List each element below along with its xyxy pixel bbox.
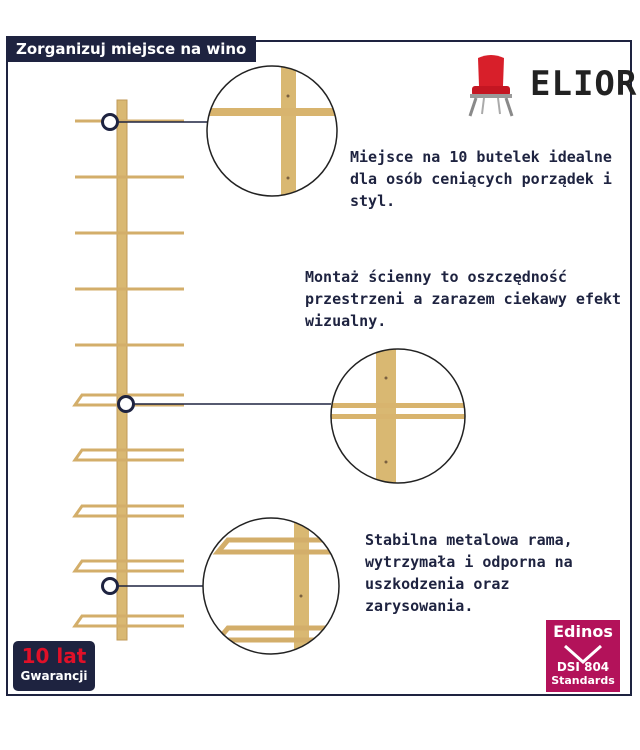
warranty-label: Gwarancji <box>20 669 88 683</box>
brand-logo[interactable]: ELIOR <box>450 50 636 120</box>
wine-rack <box>72 99 184 641</box>
zoom-detail-top <box>206 65 338 197</box>
feature-text-capacity: Miejsce na 10 butelek idealne dla osób c… <box>350 148 612 210</box>
zoom-detail-middle <box>330 348 466 484</box>
red-chair-icon <box>468 55 514 117</box>
marker-bottom <box>101 577 119 595</box>
certification-badge: Edinos DSI 804 Standards <box>546 620 620 692</box>
callout-connectors <box>118 121 331 587</box>
zoom-detail-bottom <box>202 517 340 655</box>
feature-text-frame: Stabilna metalowa rama, wytrzymała i odp… <box>365 531 573 615</box>
feature-text-wall-mount: Montaż ścienny to oszczędność przestrzen… <box>305 268 622 330</box>
certification-code-right: 804 <box>584 660 610 674</box>
marker-middle <box>117 395 135 413</box>
warranty-badge: 10 lat Gwarancji <box>13 641 95 691</box>
page-title: Zorganizuj miejsce na wino <box>6 36 257 62</box>
certification-standard: Standards <box>551 674 615 687</box>
content-frame <box>6 40 632 696</box>
checkmark-icon <box>564 644 602 664</box>
warranty-years: 10 lat <box>21 644 87 668</box>
brand-name: ELIOR <box>530 64 638 104</box>
marker-top <box>101 113 119 131</box>
certification-code-left: DSI <box>556 660 580 674</box>
certification-name: Edinos <box>553 622 613 641</box>
